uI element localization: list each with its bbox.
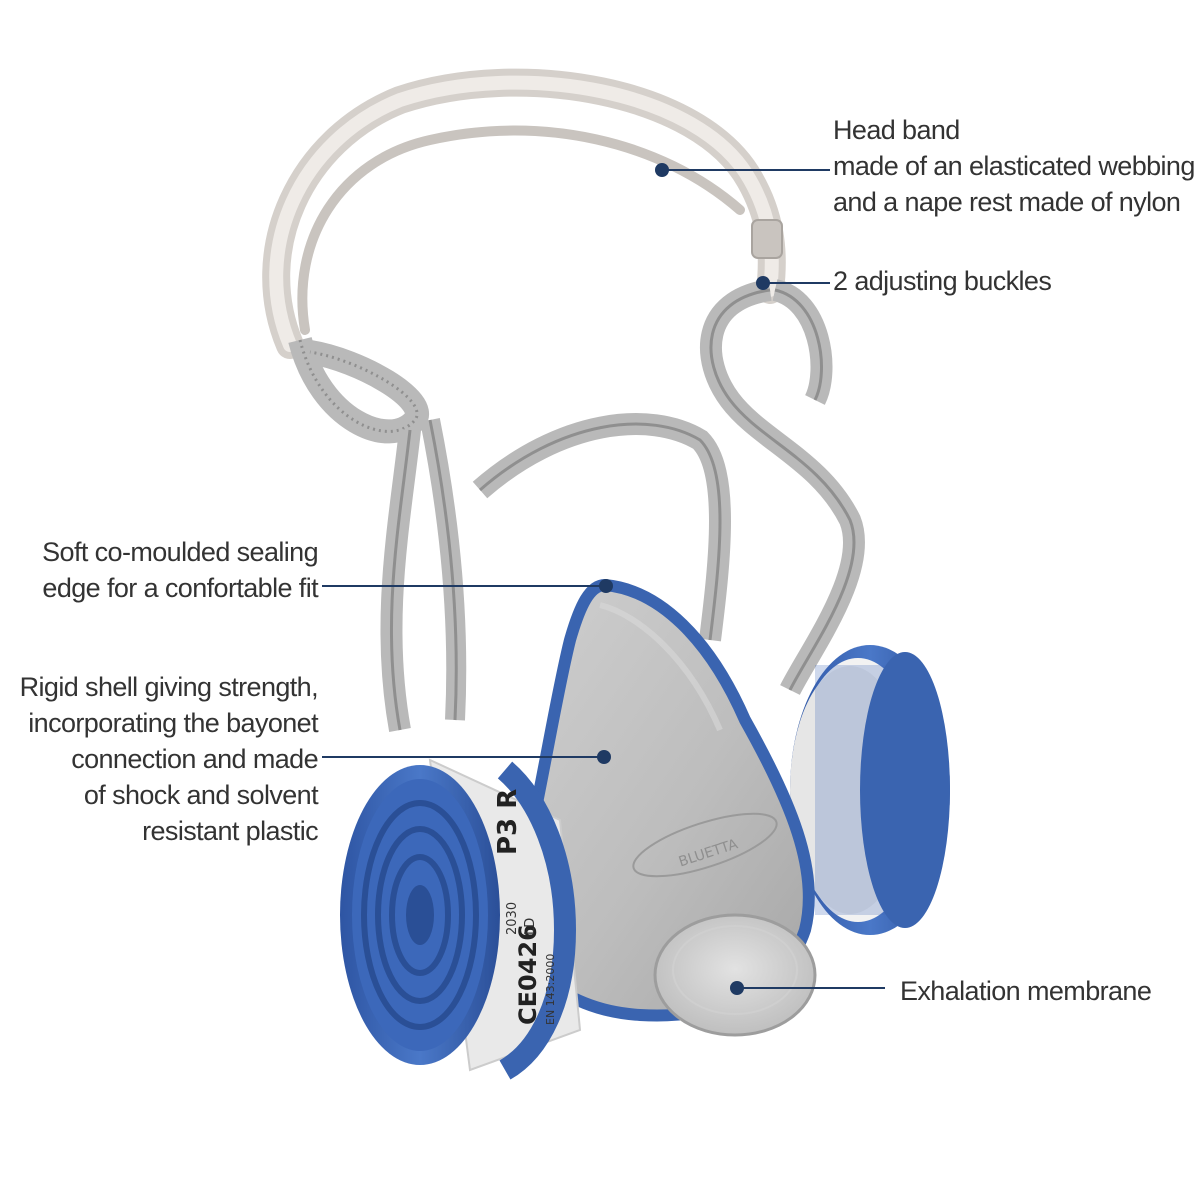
filter-ce-label: CE0426 [514, 924, 542, 1025]
buckles-text: 2 adjusting buckles [833, 266, 1052, 296]
sealing-edge-line-1: Soft co-moulded sealing [42, 537, 318, 567]
leader-lines [322, 163, 885, 995]
buckles-marker [756, 276, 770, 290]
rigid-shell-marker [597, 750, 611, 764]
rigid-shell-line-3: connection and made [71, 744, 318, 774]
head-band-marker [655, 163, 669, 177]
filter-ld-label: LD [523, 918, 538, 935]
head-band-title: Head band [833, 115, 960, 145]
sealing-edge-marker [599, 579, 613, 593]
rigid-shell-line-2: incorporating the bayonet [28, 708, 318, 738]
left-filter-cartridge: P3 R CE0426 2030 LD EN 143:2000 [340, 758, 582, 1080]
head-band-desc-1: made of an elasticated webbing [833, 151, 1195, 181]
exhalation-text: Exhalation membrane [900, 976, 1152, 1006]
rigid-shell-line-1: Rigid shell giving strength, [19, 672, 319, 702]
exhalation-marker [730, 981, 744, 995]
filter-standard-label: EN 143:2000 [544, 954, 557, 1025]
head-band [262, 68, 786, 359]
head-band-label: Head band made of an elasticated webbing… [833, 112, 1195, 220]
exhalation-label: Exhalation membrane [900, 973, 1152, 1009]
sealing-edge-line-2: edge for a confortable fit [42, 573, 318, 603]
sealing-edge-label: Soft co-moulded sealing edge for a confo… [42, 534, 318, 606]
exhalation-valve [653, 913, 817, 1037]
right-strap [472, 279, 866, 696]
head-band-desc-2: and a nape rest made of nylon [833, 187, 1181, 217]
rigid-shell-label: Rigid shell giving strength, incorporati… [19, 669, 319, 849]
mask-shell: BLUETTA [510, 579, 815, 1022]
right-filter-cartridge [790, 645, 950, 935]
rigid-shell-line-4: of shock and solvent [83, 780, 319, 810]
filter-class-label: P3 R [493, 789, 523, 855]
left-strap [288, 336, 467, 732]
filter-code-label: 2030 [505, 902, 520, 935]
buckles-label: 2 adjusting buckles [833, 263, 1052, 299]
rigid-shell-line-5: resistant plastic [142, 816, 318, 846]
adjusting-buckle [751, 219, 783, 259]
